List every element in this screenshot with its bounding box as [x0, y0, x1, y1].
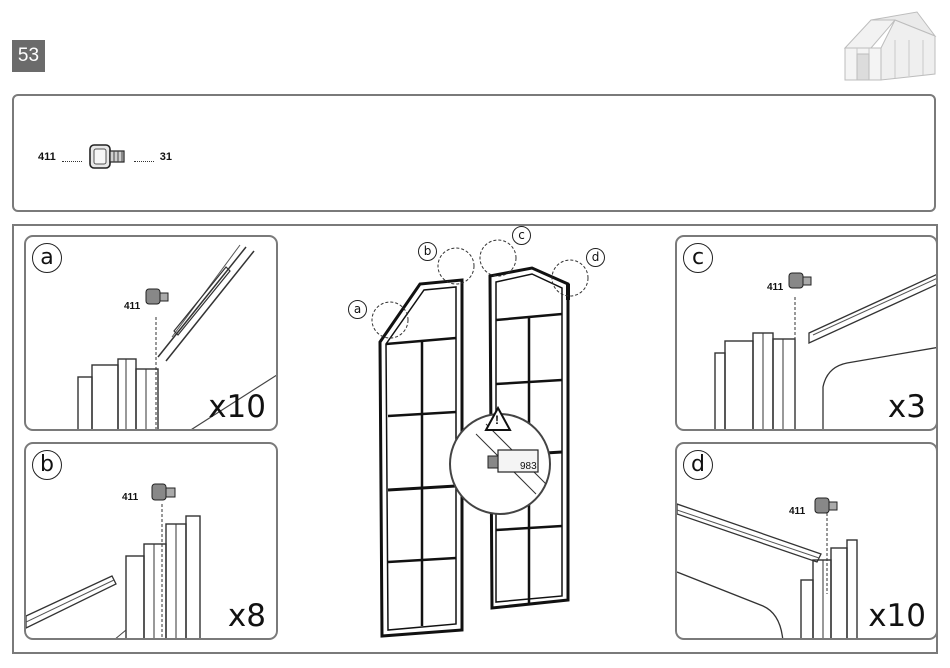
door-panels-drawing	[336, 224, 616, 654]
detail-panel-d: d 411 x10	[675, 442, 938, 640]
door-panels-illustration: a b c d 983 !	[336, 224, 616, 654]
bolt-code-label: 411	[767, 282, 783, 293]
dotted-leader	[62, 153, 82, 162]
detail-letter: a	[32, 243, 62, 273]
detail-panel-c: c 411 x3	[675, 235, 938, 431]
callout-letter: d	[586, 248, 605, 267]
bolt-count: x10	[868, 598, 926, 634]
part-quantity: 31	[160, 151, 172, 163]
bolt-count: x10	[208, 389, 266, 425]
warning-icon: !	[495, 413, 499, 427]
callout-letter: b	[418, 242, 437, 261]
detail-panel-b: b 411 x8	[24, 442, 278, 640]
part-row: 411 31	[38, 142, 172, 172]
bolt-code-label: 411	[122, 492, 138, 503]
part-code: 411	[38, 151, 56, 163]
bolt-count: x3	[888, 389, 926, 425]
bolt-code-label: 411	[789, 506, 805, 517]
detail-letter: b	[32, 450, 62, 480]
bolt-code-label: 411	[124, 301, 140, 312]
detail-part-code: 983	[520, 461, 537, 472]
greenhouse-icon	[835, 10, 939, 82]
callout-letter: c	[512, 226, 531, 245]
square-head-bolt-icon	[88, 142, 128, 172]
bolt-count: x8	[228, 598, 266, 634]
parts-list-box: 411 31	[12, 94, 936, 212]
callout-letter: a	[348, 300, 367, 319]
detail-letter: d	[683, 450, 713, 480]
dotted-leader	[134, 153, 154, 162]
detail-panel-a: a 411 x10	[24, 235, 278, 431]
step-number-badge: 53	[12, 40, 45, 72]
detail-letter: c	[683, 243, 713, 273]
